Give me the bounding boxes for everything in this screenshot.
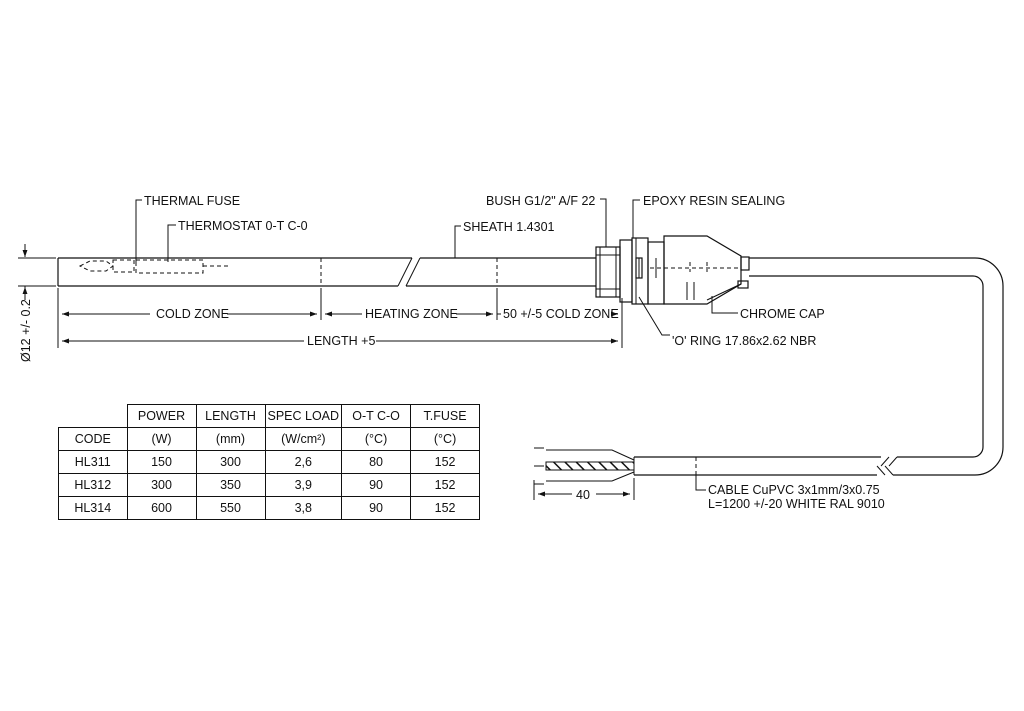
table-header-cell: POWER xyxy=(126,404,197,428)
thermal-fuse-label: THERMAL FUSE xyxy=(144,194,240,208)
diameter-dimension-label: Ø12 +/- 0.2 xyxy=(19,299,33,362)
table-cell: HL312 xyxy=(58,473,128,497)
table-header-cell: (°C) xyxy=(410,427,481,451)
chrome-cap xyxy=(663,235,750,305)
sheath-label: SHEATH 1.4301 xyxy=(463,220,555,234)
heating-zone-dimension: HEATING ZONE xyxy=(365,307,458,321)
table-cell: 350 xyxy=(195,473,266,497)
table-cell: 300 xyxy=(126,473,197,497)
epoxy-resin-sealing xyxy=(647,241,665,305)
table-cell: 152 xyxy=(410,450,481,474)
table-cell: 550 xyxy=(195,496,266,520)
table-header-row-1: POWER LENGTH SPEC LOAD O-T C-O T.FUSE xyxy=(59,404,481,428)
epoxy-label: EPOXY RESIN SEALING xyxy=(643,194,785,208)
table-header-cell: CODE xyxy=(58,427,128,451)
table-header-cell: (mm) xyxy=(195,427,266,451)
cable-label-line1: CABLE CuPVC 3x1mm/3x0.75 xyxy=(708,483,880,497)
chrome-cap-label: CHROME CAP xyxy=(740,307,825,321)
table-header-cell: (W) xyxy=(126,427,197,451)
epoxy-callout: EPOXY RESIN SEALING xyxy=(632,194,785,238)
o-ring-label: 'O' RING 17.86x2.62 NBR xyxy=(672,334,816,348)
table-header-row-2: CODE (W) (mm) (W/cm²) (°C) (°C) xyxy=(58,427,481,451)
wire-strip-dimension: 40 xyxy=(533,478,635,502)
thermostat-label: THERMOSTAT 0-T C-0 xyxy=(178,219,308,233)
table-cell: 152 xyxy=(410,473,481,497)
chrome-cap-callout: CHROME CAP xyxy=(711,296,825,321)
wire-strip-dimension-label: 40 xyxy=(576,488,590,502)
table-cell: 152 xyxy=(410,496,481,520)
table-cell: 3,8 xyxy=(264,496,343,520)
sheath-tube xyxy=(57,257,596,287)
table-header-cell: T.FUSE xyxy=(410,404,481,428)
cable-wire-ends xyxy=(534,447,635,485)
thermostat-callout: THERMOSTAT 0-T C-0 xyxy=(167,219,308,262)
table-cell: 90 xyxy=(341,473,412,497)
table-cell: 150 xyxy=(126,450,197,474)
table-cell: HL314 xyxy=(58,496,128,520)
cold-zone-end-dimension: 50 +/-5 COLD ZONE xyxy=(503,307,619,321)
thermostat-symbol xyxy=(135,259,230,274)
diameter-dimension: Ø12 +/- 0.2 xyxy=(18,244,56,362)
table-header-cell: (°C) xyxy=(341,427,412,451)
table-cell: 90 xyxy=(341,496,412,520)
o-ring-seal xyxy=(619,237,649,305)
cable-label-line2: L=1200 +/-20 WHITE RAL 9010 xyxy=(708,497,885,511)
cable xyxy=(633,257,1004,476)
bush-callout: BUSH G1/2" A/F 22 xyxy=(486,194,607,247)
length-dimension-label: LENGTH +5 xyxy=(307,334,375,348)
table-cell: HL311 xyxy=(58,450,128,474)
bush-label: BUSH G1/2" A/F 22 xyxy=(486,194,595,208)
thermal-fuse-symbol xyxy=(78,259,135,273)
table-header-cell: O-T C-O xyxy=(341,404,412,428)
table-cell: 2,6 xyxy=(264,450,343,474)
cable-callout: CABLE CuPVC 3x1mm/3x0.75 L=1200 +/-20 WH… xyxy=(695,475,885,511)
table-cell: 80 xyxy=(341,450,412,474)
table-row: HL311 150 300 2,6 80 152 xyxy=(58,450,481,474)
table-header-cell: SPEC LOAD xyxy=(264,404,343,428)
bush-fitting xyxy=(595,246,621,298)
length-dimension: LENGTH +5 xyxy=(62,334,618,348)
o-ring-callout: 'O' RING 17.86x2.62 NBR xyxy=(638,296,816,348)
table-cell: 300 xyxy=(195,450,266,474)
table-row: HL312 300 350 3,9 90 152 xyxy=(58,473,481,497)
spec-table: POWER LENGTH SPEC LOAD O-T C-O T.FUSE CO… xyxy=(58,404,481,520)
thermal-fuse-callout: THERMAL FUSE xyxy=(135,194,240,262)
zone-dimensions: COLD ZONE HEATING ZONE 50 +/-5 COLD ZONE xyxy=(57,288,623,348)
table-header-cell: (W/cm²) xyxy=(264,427,343,451)
cold-zone-dimension: COLD ZONE xyxy=(156,307,229,321)
table-header-cell: LENGTH xyxy=(195,404,266,428)
table-cell: 600 xyxy=(126,496,197,520)
table-cell: 3,9 xyxy=(264,473,343,497)
table-row: HL314 600 550 3,8 90 152 xyxy=(58,496,481,520)
sheath-callout: SHEATH 1.4301 xyxy=(454,220,555,258)
